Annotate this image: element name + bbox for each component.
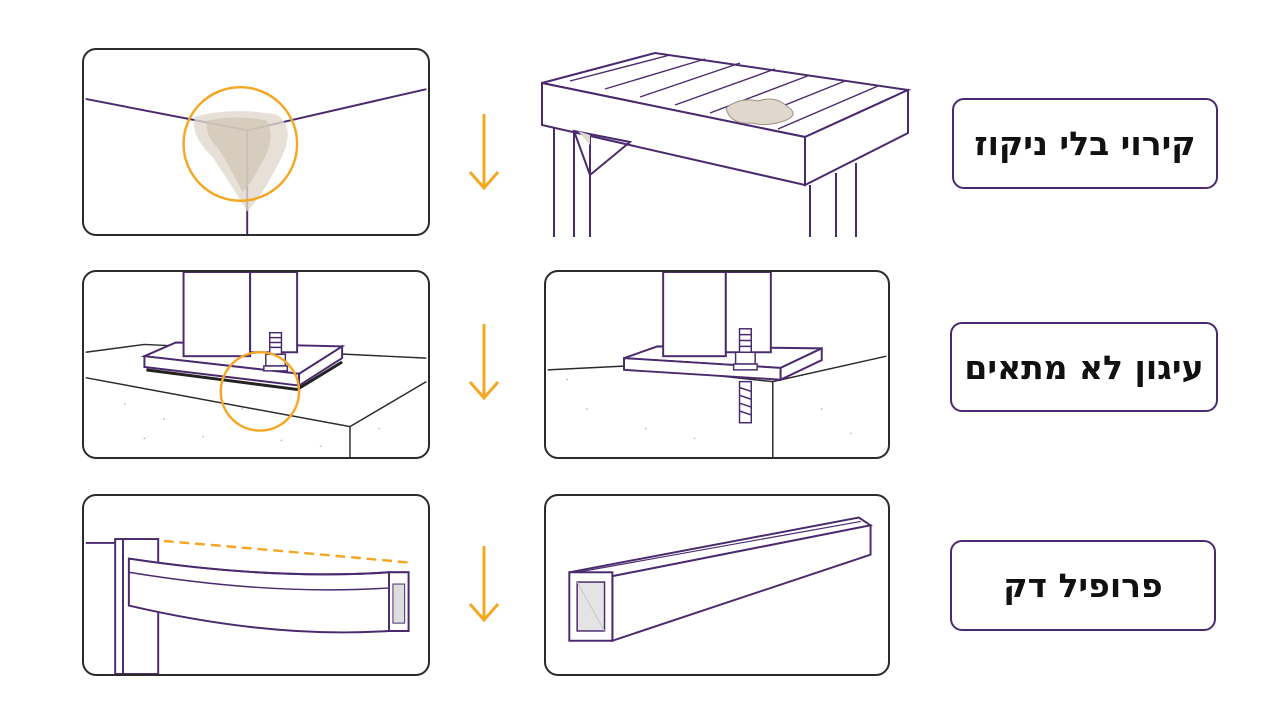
- sagging-beam-illustration: [85, 538, 410, 674]
- highlight-circle: [219, 351, 301, 432]
- row1-problem-panel: [82, 48, 430, 236]
- row1-label: קירוי בלי ניקוז: [974, 124, 1196, 163]
- row3-label-box: פרופיל דק: [950, 540, 1216, 631]
- arrow-down-icon: [468, 324, 500, 401]
- row2-label: עיגון לא מתאים: [964, 347, 1204, 387]
- row2-result-panel: [544, 270, 890, 459]
- wet-deck-table-illustration: [541, 51, 912, 237]
- arrow-down-icon: [468, 114, 500, 191]
- arrow-down-icon: [468, 546, 500, 623]
- row3-problem-panel: [82, 494, 430, 676]
- sag-reference-line: [163, 539, 409, 564]
- row3-label: פרופיל דק: [1003, 566, 1163, 605]
- row2-problem-panel: [82, 270, 430, 459]
- row1-label-box: קירוי בלי ניקוז: [952, 98, 1218, 189]
- row3-result-panel: [544, 494, 890, 676]
- anchored-base-plate-illustration: [547, 272, 887, 457]
- water-pooling-corner-illustration: [85, 85, 427, 234]
- loose-base-plate-illustration: [85, 272, 427, 457]
- row2-label-box: עיגון לא מתאים: [950, 322, 1218, 412]
- square-steel-profile-illustration: [568, 516, 874, 643]
- highlight-circle: [182, 85, 299, 202]
